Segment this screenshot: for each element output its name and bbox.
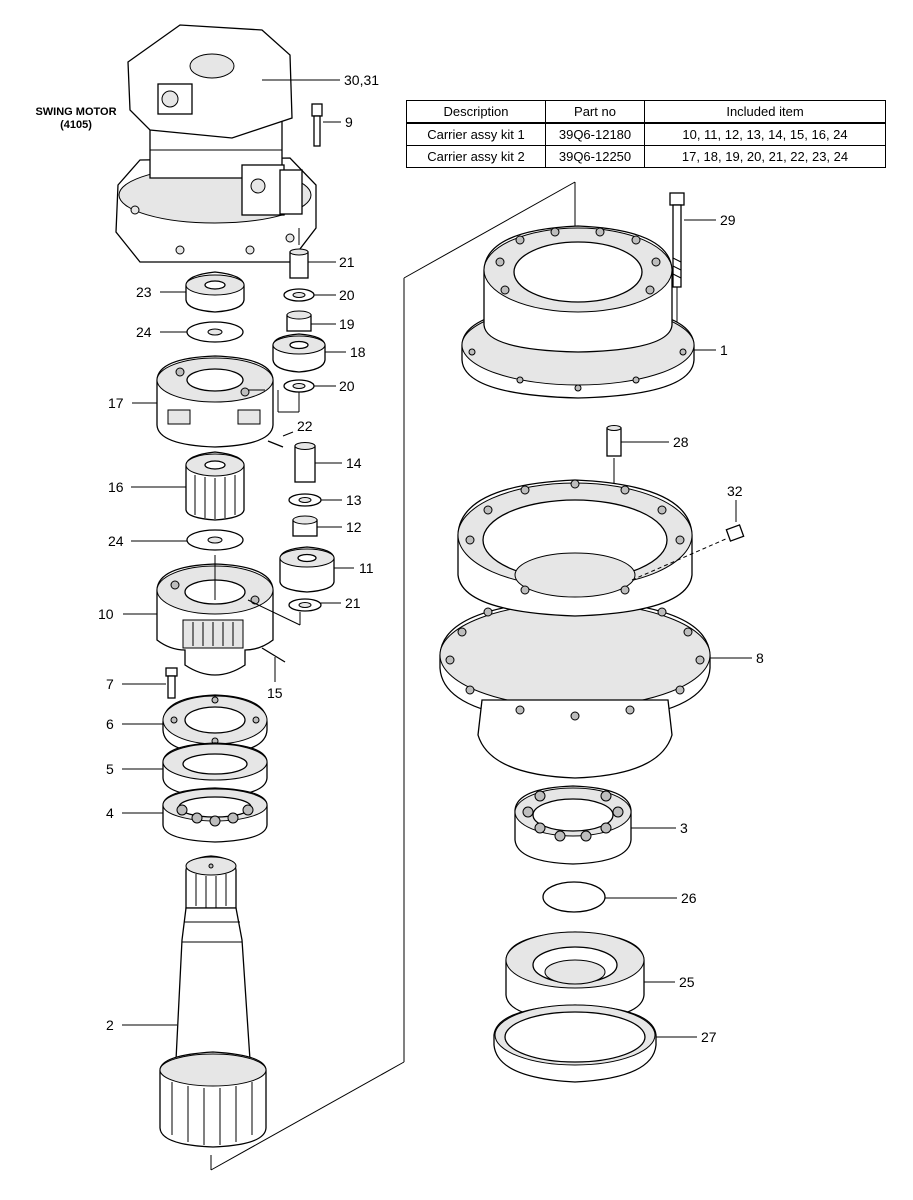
callout-29: 29 <box>720 212 736 228</box>
callout-7: 7 <box>106 676 114 692</box>
callout-12: 12 <box>346 519 362 535</box>
callout-11: 11 <box>359 560 374 576</box>
part-18-planet-gear <box>272 333 326 373</box>
leader-lines <box>122 79 752 1038</box>
part-16-sun-gear <box>185 451 245 521</box>
callout-24: 24 <box>136 324 152 340</box>
callout-2: 2 <box>106 1017 114 1033</box>
part-27-o-ring <box>493 1004 657 1083</box>
callout-1: 1 <box>720 342 728 358</box>
callout-27: 27 <box>701 1029 717 1045</box>
callout-6: 6 <box>106 716 114 732</box>
callout-25: 25 <box>679 974 695 990</box>
header-description: Description <box>406 100 546 124</box>
callout-20-second: 20 <box>339 378 355 394</box>
part-7-bolt <box>165 667 178 699</box>
carrier-kit-table: Description Part no Included item Carrie… <box>406 100 886 168</box>
callout-5: 5 <box>106 761 114 777</box>
part-9-bolt <box>311 103 323 147</box>
callout-13: 13 <box>346 492 362 508</box>
callout-19: 19 <box>339 316 355 332</box>
part-24-washer-lower <box>186 529 244 551</box>
callout-18: 18 <box>350 344 366 360</box>
callout-23: 23 <box>136 284 152 300</box>
row-included-items: 17, 18, 19, 20, 21, 22, 23, 24 <box>644 145 886 168</box>
part-8-housing <box>439 479 729 779</box>
row-part-no: 39Q6-12250 <box>545 145 645 168</box>
part-23-gear <box>185 271 245 313</box>
row-description: Carrier assy kit 2 <box>406 145 546 168</box>
kit-table-header-row: Description Part no Included item <box>406 100 886 124</box>
callout-10: 10 <box>98 606 114 622</box>
callout-17: 17 <box>108 395 124 411</box>
callout-24-second: 24 <box>108 533 124 549</box>
motor-label-number: (4105) <box>60 119 92 131</box>
part-28-dowel-pin <box>606 425 622 488</box>
callout-14: 14 <box>346 455 362 471</box>
part-21-pin <box>289 248 309 279</box>
callout-9: 9 <box>345 114 353 130</box>
part-3-roller-bearing <box>514 785 632 865</box>
connector-lines <box>210 181 576 1171</box>
callout-8: 8 <box>756 650 764 666</box>
callout-15: 15 <box>267 685 283 701</box>
part-15-spring-pin <box>261 647 286 663</box>
part-21-washer <box>288 598 322 612</box>
part-6-plate <box>162 694 268 755</box>
part-11-planet-gear <box>279 546 335 593</box>
callout-22: 22 <box>297 418 313 434</box>
part-12-needle-bearing <box>292 515 318 537</box>
table-row: Carrier assy kit 2 39Q6-12250 17, 18, 19… <box>406 145 886 168</box>
part-5-ring <box>162 742 268 798</box>
callout-20: 20 <box>339 287 355 303</box>
callout-21: 21 <box>339 254 355 270</box>
part-17-carrier <box>156 355 274 448</box>
part-13-washer <box>288 493 322 507</box>
part-22-spring-pin <box>267 440 284 448</box>
part-4-bearing <box>162 787 268 843</box>
part-20-washer-lower <box>283 379 315 393</box>
part-24-washer-upper <box>186 321 244 343</box>
row-part-no: 39Q6-12180 <box>545 122 645 146</box>
callout-21-second: 21 <box>345 595 361 611</box>
part-20-washer <box>283 288 315 302</box>
callout-16: 16 <box>108 479 124 495</box>
part-2-pinion-shaft <box>159 855 267 1148</box>
part-26-cover-disc <box>542 881 606 913</box>
callout-32: 32 <box>727 483 743 499</box>
row-description: Carrier assy kit 1 <box>406 122 546 146</box>
callout-labels: 30,31 9 21 20 23 24 19 18 17 20 22 14 16… <box>98 72 764 1045</box>
table-row: Carrier assy kit 1 39Q6-12180 10, 11, 12… <box>406 122 886 146</box>
part-14-pin <box>294 442 316 483</box>
swing-motor <box>115 24 317 263</box>
callout-4: 4 <box>106 805 114 821</box>
header-included-item: Included item <box>644 100 886 124</box>
motor-label-name: SWING MOTOR <box>35 106 116 118</box>
callout-28: 28 <box>673 434 689 450</box>
callout-26: 26 <box>681 890 697 906</box>
header-part-no: Part no <box>545 100 645 124</box>
callout-30-31: 30,31 <box>344 72 379 88</box>
row-included-items: 10, 11, 12, 13, 14, 15, 16, 24 <box>644 122 886 146</box>
part-1-ring-gear <box>461 225 695 399</box>
part-19-needle-bearing <box>286 310 312 332</box>
part-32-plug <box>725 524 745 542</box>
part-25-oil-seal <box>505 931 645 1021</box>
callout-3: 3 <box>680 820 688 836</box>
